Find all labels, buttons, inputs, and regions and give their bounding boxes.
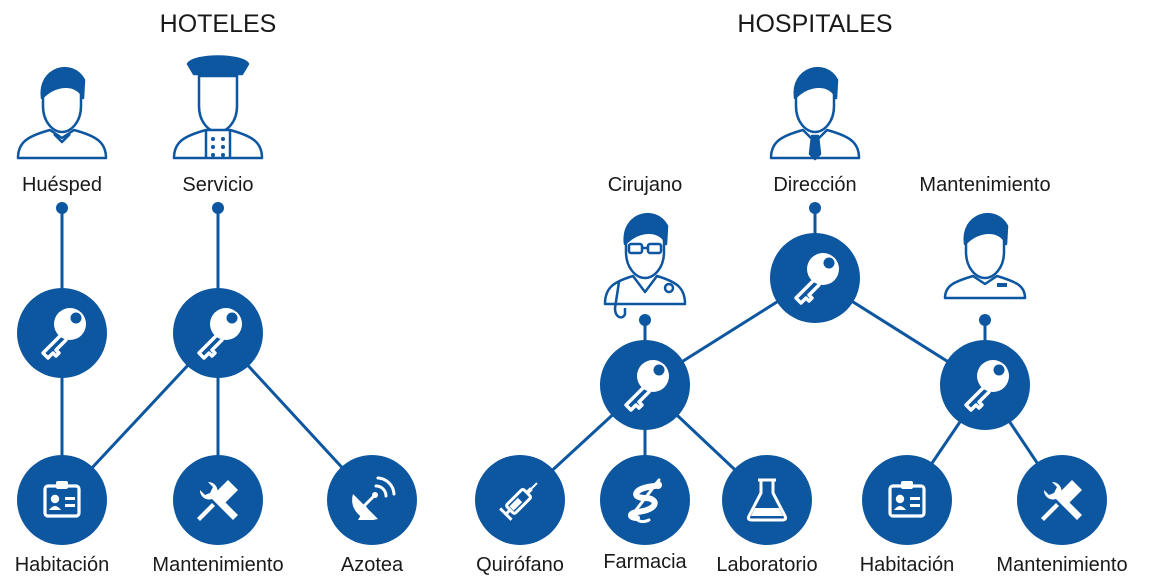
key-node — [770, 233, 860, 323]
label-hospital-maintenance: Mantenimiento — [996, 554, 1127, 576]
manager-person-icon — [769, 66, 861, 161]
area-node-hotel-maintenance — [173, 455, 263, 545]
guest-person-icon — [16, 66, 108, 160]
label-hotel-room: Habitación — [15, 554, 110, 576]
bellhop-person-icon — [172, 55, 264, 160]
label-direction: Dirección — [773, 174, 856, 196]
label-hotel-maintenance: Mantenimiento — [152, 554, 283, 576]
area-node-pharmacy — [600, 455, 690, 545]
dot-service — [212, 202, 224, 214]
area-node-laboratory — [722, 455, 812, 545]
hospitals-title: HOSPITALES — [737, 10, 892, 38]
connector-dots — [56, 202, 991, 326]
label-operating-room: Quirófano — [476, 554, 564, 576]
dot-guest — [56, 202, 68, 214]
key-node — [17, 288, 107, 378]
label-pharmacy: Farmacia — [603, 551, 687, 573]
key-node — [173, 288, 263, 378]
worker-person-icon — [943, 212, 1027, 300]
area-node-hotel-room — [17, 455, 107, 545]
label-surgeon: Cirujano — [608, 174, 682, 196]
dot-surgeon — [639, 314, 651, 326]
dot-direction — [809, 202, 821, 214]
area-node-operating-room — [475, 455, 565, 545]
label-maintenance-staff: Mantenimiento — [919, 174, 1050, 196]
dot-maint — [979, 314, 991, 326]
area-node-hospital-maintenance — [1017, 455, 1107, 545]
label-service: Servicio — [182, 174, 253, 196]
key-node — [600, 340, 690, 430]
hotels-title: HOTELES — [160, 10, 277, 38]
area-node-roof — [327, 455, 417, 545]
key-node — [940, 340, 1030, 430]
area-node-hospital-room — [862, 455, 952, 545]
doctor-person-icon — [603, 212, 687, 319]
label-laboratory: Laboratorio — [716, 554, 817, 576]
label-roof: Azotea — [341, 554, 404, 576]
label-hospital-room: Habitación — [860, 554, 955, 576]
label-guest: Huésped — [22, 174, 102, 196]
